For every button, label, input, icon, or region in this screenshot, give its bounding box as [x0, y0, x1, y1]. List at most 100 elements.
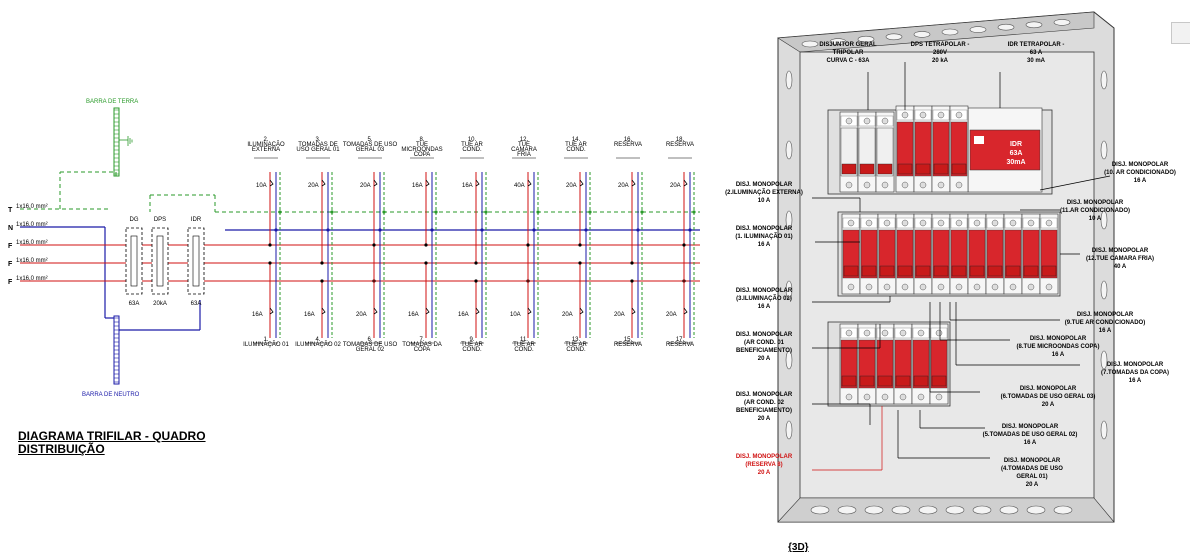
- row3-toggle: [841, 375, 857, 387]
- row2-toggle: [915, 265, 931, 277]
- bottom-circuit-breaker-symbol: [425, 307, 430, 315]
- earth-bus-label: BARRA DE TERRA: [86, 99, 138, 105]
- row3-toggle: [913, 375, 929, 387]
- dps-toggle: [897, 163, 913, 175]
- callout-text: DISJ. MONOPOLAR: [1020, 386, 1077, 392]
- main-screw: [881, 181, 889, 189]
- dps-toggle: [915, 163, 931, 175]
- row3-toggle: [859, 375, 875, 387]
- callout-text: 20 A: [1026, 482, 1039, 488]
- row2-toggle: [897, 265, 913, 277]
- main-row: [839, 111, 895, 193]
- callout-text: (4.TOMADAS DE USO: [1001, 466, 1063, 472]
- row2-screw: [919, 283, 927, 291]
- dps-screw: [919, 111, 927, 119]
- row2-toggle: [969, 265, 985, 277]
- top-circuit-label: GERAL 03: [356, 147, 385, 153]
- row3-screw: [845, 329, 853, 337]
- diagram-title-line1: DIAGRAMA TRIFILAR - QUADRO: [18, 429, 206, 443]
- top-circuit-label: COPA: [414, 152, 431, 158]
- callout-12: DISJ. MONOPOLAR(12.TUE CAMARA FRIA)40 A: [1060, 248, 1154, 270]
- callout-9: DISJ. MONOPOLAR(RESERVA 8)20 A: [736, 406, 883, 476]
- callout-text: (1. ILUMINAÇÃO 01): [735, 233, 792, 240]
- row2-screw: [901, 283, 909, 291]
- bottom-circuit-breaker-symbol: [527, 307, 532, 315]
- side-panel-toggle[interactable]: [1171, 22, 1190, 44]
- row2-row: [841, 213, 1059, 295]
- bottom-circuit-label: COND.: [566, 347, 586, 353]
- knockout-hole: [1100, 420, 1108, 440]
- bottom-circuit-label: 17.: [676, 337, 685, 343]
- bottom-circuit-label: TUE AR: [565, 342, 587, 348]
- knockout-hole: [1100, 70, 1108, 90]
- top-circuit-breaker-symbol: [269, 179, 274, 187]
- dps-screw: [901, 181, 909, 189]
- callout-text: DISJ. MONOPOLAR: [736, 392, 793, 398]
- row3-screw: [845, 393, 853, 401]
- bottom-circuit-label: 1.: [263, 337, 268, 343]
- junction-dot: [320, 261, 324, 265]
- idr-label: 30mA: [1006, 159, 1025, 166]
- row3-screw: [899, 393, 907, 401]
- callout-text: 20 A: [1042, 402, 1055, 408]
- junction-dot: [526, 243, 530, 247]
- top-circuit-label: EXTERNA: [252, 147, 280, 153]
- callout-4: DISJ. MONOPOLAR(2.ILUMINAÇÃO EXTERNA)10 …: [725, 182, 861, 212]
- junction-dot: [474, 279, 478, 283]
- device-name: IDR: [191, 217, 202, 223]
- row2-screw: [955, 219, 963, 227]
- conductor-letter: F: [8, 261, 13, 268]
- callout-17: DISJ. MONOPOLAR(5.TOMADAS DE USO GERAL 0…: [919, 410, 1078, 446]
- junction-dot: [372, 243, 376, 247]
- row3-screw: [881, 393, 889, 401]
- callout-text: 20 A: [758, 470, 771, 476]
- callout-text: DISJ. MONOPOLAR: [1030, 336, 1087, 342]
- row2-screw: [991, 283, 999, 291]
- callout-text: 10 A: [758, 198, 771, 204]
- idr-label: IDR: [1010, 141, 1022, 148]
- top-circuit-breaker-symbol: [425, 179, 430, 187]
- callout-13: DISJ. MONOPOLAR(9.TUE AR CONDICIONADO)16…: [949, 302, 1145, 334]
- callout-text: (9.TUE AR CONDICIONADO): [1065, 320, 1145, 326]
- row2-screw: [883, 283, 891, 291]
- callout-text: BENEFICIAMENTO): [736, 408, 792, 414]
- top-circuit-rating: 20A: [566, 183, 577, 189]
- main-screw: [863, 181, 871, 189]
- bottom-circuit-breaker-symbol: [579, 307, 584, 315]
- knockout-hole: [829, 38, 847, 45]
- top-circuit-label: 10.: [468, 137, 477, 143]
- device-rating: 63A: [129, 301, 140, 307]
- top-circuit-breaker-symbol: [373, 179, 378, 187]
- dps-screw: [937, 111, 945, 119]
- knockout-hole: [972, 505, 992, 515]
- callout-14: DISJ. MONOPOLAR(8.TUE MICROONDAS COPA)16…: [939, 302, 1099, 358]
- knockout-hole: [945, 505, 965, 515]
- top-circuit-label: ILUMINAÇÃO: [247, 141, 285, 148]
- row2-screw: [919, 219, 927, 227]
- row2-screw: [865, 219, 873, 227]
- row3-screw: [899, 329, 907, 337]
- device-name: DG: [130, 217, 139, 223]
- row2-screw: [937, 219, 945, 227]
- callout-text: 16 A: [1129, 378, 1142, 384]
- callout-text: (10. AR CONDICIONADO): [1104, 170, 1176, 176]
- top-circuit-label: 3.: [315, 137, 320, 143]
- callout-text: (5.TOMADAS DE USO GERAL 02): [983, 432, 1078, 438]
- top-circuit-label: MICROONDAS: [401, 147, 442, 153]
- callout-text: DISJ. MONOPOLAR: [1107, 362, 1164, 368]
- callout-text: (2.ILUMINAÇÃO EXTERNA): [725, 189, 803, 196]
- row2-screw: [1027, 283, 1035, 291]
- row3-screw: [935, 393, 943, 401]
- top-circuit-label: TUE: [518, 142, 530, 148]
- bottom-circuit-rating: 20A: [666, 312, 677, 318]
- row2-toggle: [1005, 265, 1021, 277]
- top-circuit-label: 5.: [367, 137, 372, 143]
- knockout-hole: [785, 420, 793, 440]
- knockout-hole: [801, 40, 819, 48]
- diagram-title: DIAGRAMA TRIFILAR - QUADRO DISTRIBUIÇÃO: [18, 430, 238, 456]
- callout-text: 20 kA: [932, 58, 949, 64]
- row3-row: [839, 323, 949, 405]
